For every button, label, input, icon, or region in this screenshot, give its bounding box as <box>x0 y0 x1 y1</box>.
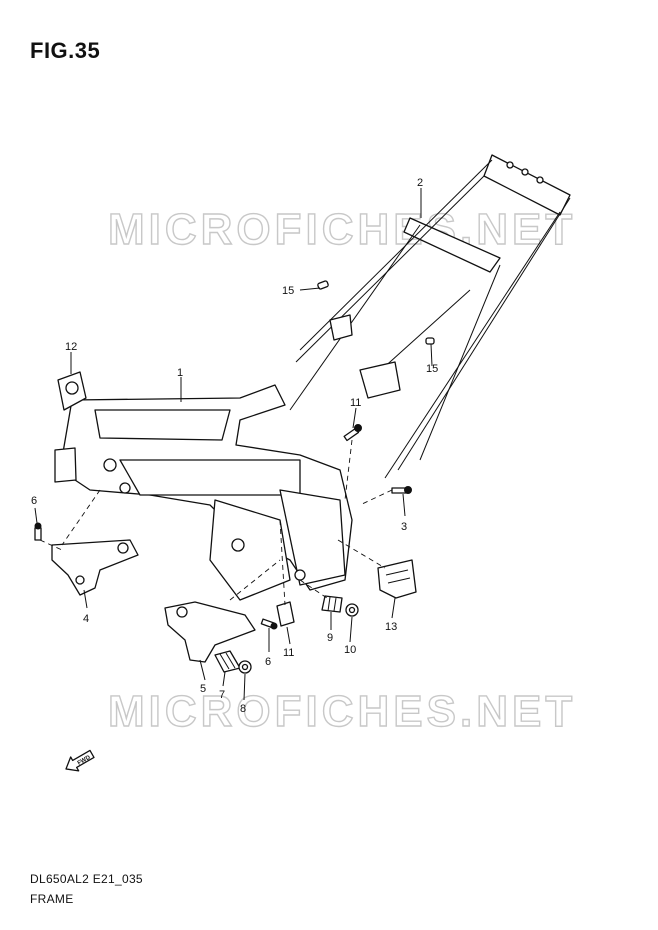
main-frame[interactable] <box>54 384 353 601</box>
callout-12: 11 <box>350 397 361 409</box>
callout-7: 7 <box>219 689 225 701</box>
spring-7[interactable] <box>214 650 241 673</box>
footrest-bracket-left[interactable] <box>51 539 139 596</box>
callout-3: 3 <box>401 521 407 533</box>
engine-mount-cushion[interactable] <box>57 371 87 411</box>
callout-2: 2 <box>417 177 423 189</box>
callout-11: 11 <box>283 647 294 659</box>
nut-10[interactable] <box>345 603 359 617</box>
callout-8: 8 <box>240 703 246 715</box>
bolt-6-left[interactable] <box>34 522 42 541</box>
nut-8[interactable] <box>238 660 252 674</box>
footrest-bracket-right[interactable] <box>164 601 256 663</box>
callout-6-left: 6 <box>31 495 37 507</box>
callout-15-top: 15 <box>282 285 294 297</box>
callout-6-right: 6 <box>265 656 271 668</box>
figure-title: FIG.35 <box>30 38 101 63</box>
forward-direction-arrow: FWD <box>65 749 95 772</box>
rear-subframe[interactable] <box>289 154 571 479</box>
callout-1: 1 <box>177 367 183 379</box>
callout-10: 10 <box>344 644 356 656</box>
assembly-lines <box>39 439 393 606</box>
callout-15-mid: 15 <box>426 363 438 375</box>
callout-13: 12 <box>65 341 77 353</box>
bolt-3[interactable] <box>391 486 412 494</box>
watermark-top: MICROFICHES.NET <box>108 205 576 254</box>
bolt-6-right[interactable] <box>260 618 278 630</box>
callout-9: 9 <box>327 632 333 644</box>
spring-9[interactable] <box>321 595 343 613</box>
diagram-name: FRAME <box>30 892 74 906</box>
callout-5: 5 <box>200 683 206 695</box>
bolt-12[interactable] <box>343 424 362 442</box>
cushion-15-mid[interactable] <box>425 337 435 345</box>
callout-14: 13 <box>385 621 397 633</box>
callout-leaders <box>34 188 433 701</box>
bracket-11[interactable] <box>276 601 295 627</box>
cushion-15-top[interactable] <box>317 280 329 290</box>
callout-4: 4 <box>83 613 89 625</box>
watermark-bottom: MICROFICHES.NET <box>108 687 576 736</box>
frame-cover-plate[interactable] <box>377 559 417 599</box>
callout-labels: 2 1 12 15 15 11 3 6 4 5 6 7 8 9 10 11 13 <box>31 177 438 715</box>
diagram-code: DL650AL2 E21_035 <box>30 872 143 886</box>
